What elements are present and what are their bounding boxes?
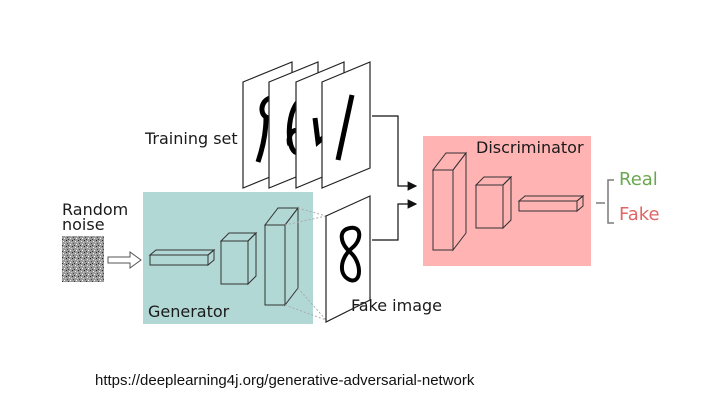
source-url[interactable]: https://deeplearning4j.org/generative-ad…	[95, 372, 475, 389]
training-set-label: Training set	[145, 129, 238, 148]
random-noise-label: Random noise	[62, 200, 129, 234]
generator-label: Generator	[148, 302, 230, 321]
fake-image-card	[325, 195, 371, 323]
generator-layer-1	[148, 248, 216, 267]
fake-digit-8	[339, 225, 362, 283]
projection-lines	[284, 207, 327, 321]
fake-image-label: Fake image	[351, 296, 442, 315]
connector-arrows	[372, 115, 418, 241]
discriminator-layer-2	[474, 175, 513, 230]
output-bracket	[596, 179, 614, 224]
noise-arrow	[107, 251, 142, 269]
output-real-label: Real	[619, 169, 658, 190]
generator-layer-2	[219, 231, 258, 286]
training-set-cards	[242, 61, 371, 189]
output-fake-label: Fake	[619, 204, 660, 225]
random-noise-image	[62, 236, 104, 282]
training-card-4	[321, 61, 371, 189]
discriminator-layer-3	[517, 194, 585, 213]
discriminator-layer-1	[431, 151, 468, 252]
discriminator-label: Discriminator	[476, 138, 584, 157]
